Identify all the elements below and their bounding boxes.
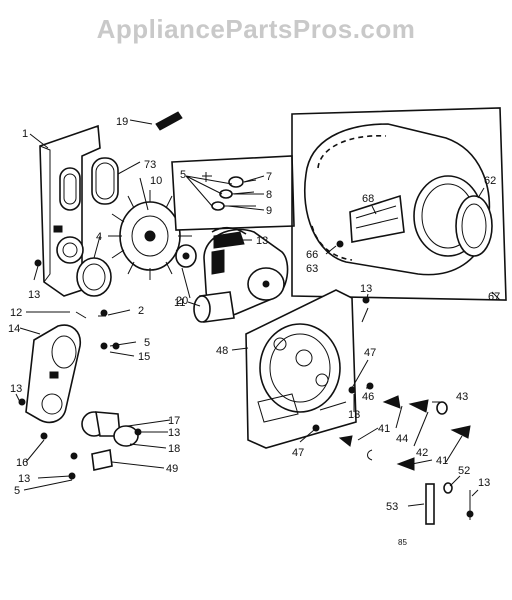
callout-13h: 13	[478, 477, 490, 489]
callout-17: 17	[168, 415, 180, 427]
callout-5c: 5	[180, 169, 186, 181]
callout-47a: 47	[364, 347, 376, 359]
callout-63: 63	[306, 263, 318, 275]
drum-assembly-group	[291, 107, 507, 301]
watermark-text: AppliancePartsPros.com	[96, 14, 416, 44]
bearing-ring	[76, 257, 112, 297]
callout-11: 11	[174, 297, 185, 309]
callout-10: 10	[150, 175, 162, 187]
callout-47b: 47	[292, 447, 304, 459]
door-seal-ring	[91, 157, 119, 205]
callout-16: 16	[16, 457, 28, 469]
callout-48: 48	[216, 345, 228, 357]
leader-lines	[15, 119, 501, 507]
callout-66: 66	[306, 249, 318, 261]
thermostat-components	[81, 411, 139, 471]
callout-2: 2	[138, 305, 144, 317]
callout-52: 52	[458, 465, 470, 477]
callout-20: 20	[176, 295, 188, 307]
callout-7: 7	[266, 171, 272, 183]
pulley	[175, 244, 197, 268]
callout-5a: 5	[144, 337, 150, 349]
page-code: 85	[398, 538, 407, 547]
callout-4: 4	[96, 231, 102, 243]
callout-18: 18	[168, 443, 180, 455]
callout-42: 42	[416, 447, 428, 459]
callout-46: 46	[362, 391, 374, 403]
blower-housing	[25, 324, 82, 424]
callout-13f: 13	[360, 283, 372, 295]
small-hardware-parts	[18, 259, 474, 525]
front-bulkhead	[245, 289, 357, 449]
callout-67: 67	[488, 291, 500, 303]
callout-1: 1	[22, 128, 28, 140]
callout-9: 9	[266, 205, 272, 217]
callout-14: 14	[8, 323, 20, 335]
callout-13c: 13	[168, 427, 180, 439]
callout-73: 73	[144, 159, 156, 171]
callout-19: 19	[116, 116, 128, 128]
callout-13d: 13	[18, 473, 30, 485]
callout-13a: 13	[28, 289, 40, 301]
callout-41b: 41	[436, 455, 448, 467]
callout-labels: 1 19 73 10 4 13 12 2 14 5 15 13 17 13 18…	[8, 116, 500, 547]
callout-44: 44	[396, 433, 408, 445]
callout-13b: 13	[10, 383, 22, 395]
blower-wheel	[108, 190, 192, 280]
callout-5b: 5	[14, 485, 20, 497]
callout-62: 62	[484, 175, 496, 187]
callout-68: 68	[362, 193, 374, 205]
drive-motor	[193, 226, 289, 323]
callout-15: 15	[138, 351, 150, 363]
callout-53: 53	[386, 501, 398, 513]
callout-12: 12	[10, 307, 22, 319]
callout-8: 8	[266, 189, 272, 201]
callout-41a: 41	[378, 423, 390, 435]
motor-mount-hardware	[171, 155, 295, 231]
rear-bulkhead-panel	[39, 124, 101, 297]
callout-49: 49	[166, 463, 178, 475]
callout-13g: 13	[348, 409, 360, 421]
bracket-clip	[155, 111, 183, 131]
callout-13e: 13	[256, 235, 268, 247]
callout-43: 43	[456, 391, 468, 403]
